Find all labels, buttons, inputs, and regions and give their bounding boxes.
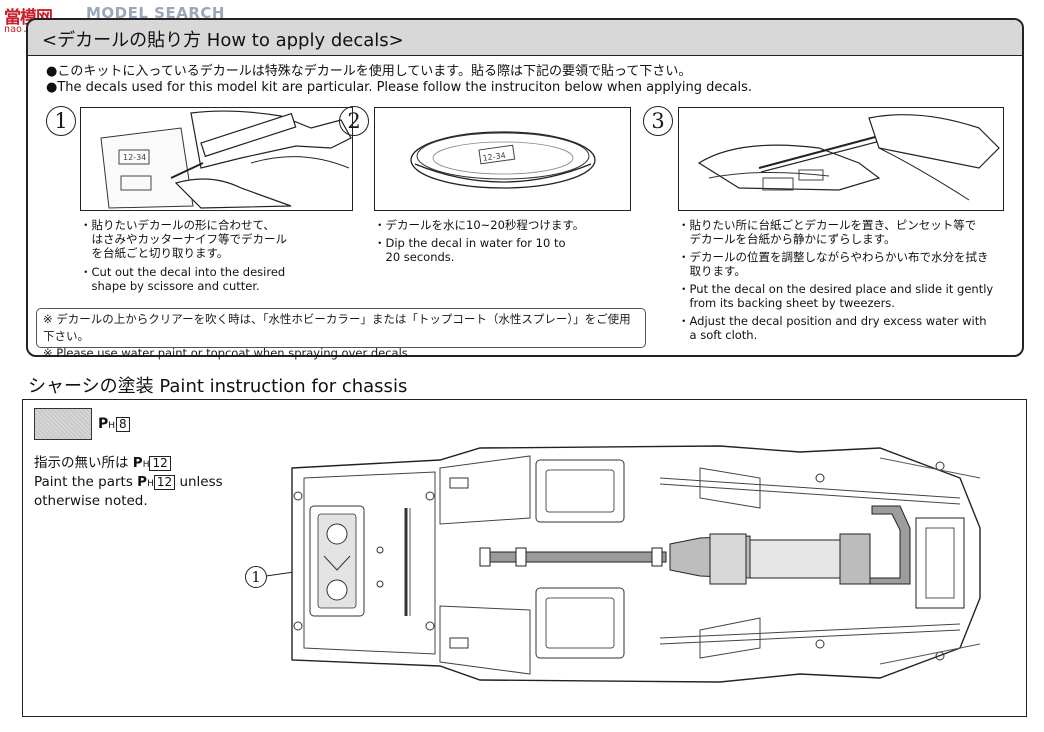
cut-decal-drawing: 12-34 xyxy=(100,110,352,209)
step-3-number: 3 xyxy=(643,106,673,136)
tweezer-drawing xyxy=(697,114,1000,201)
water-dish-drawing: 12-34 xyxy=(410,131,596,189)
step-3-illustration xyxy=(678,107,1004,211)
step-2-number: 2 xyxy=(339,106,369,136)
chassis-drawing xyxy=(291,445,981,683)
chassis-panel xyxy=(22,399,1027,717)
step-1-text: ・貼りたいデカールの形に合わせて、 はさみやカッターナイフ等でデカール を台紙ご… xyxy=(80,218,287,293)
step-2-decal-label: 12-34 xyxy=(482,151,506,163)
chassis-section-title: シャーシの塗装 Paint instruction for chassis xyxy=(28,376,408,397)
watermark-search-text: MODEL SEARCH xyxy=(86,4,225,22)
water-paint-note: ※ デカールの上からクリアーを吹く時は、「水性ホビーカラー」または「トップコート… xyxy=(36,308,646,360)
step-2-illustration: 12-34 xyxy=(374,107,631,211)
paint-swatch xyxy=(34,408,92,440)
decal-note-en: ●The decals used for this model kit are … xyxy=(46,80,753,95)
decal-instructions-panel: <デカールの貼り方 How to apply decals> xyxy=(26,18,1024,357)
step-1-decal-label: 12-34 xyxy=(123,153,146,162)
callout-leader-line xyxy=(266,571,295,577)
water-paint-note-en: ※ Please use water paint or topcoat when… xyxy=(43,346,412,360)
decal-header: <デカールの貼り方 How to apply decals> xyxy=(28,20,1022,56)
step-2-text: ・デカールを水に10~20秒程つけます。 ・Dip the decal in w… xyxy=(374,218,585,264)
step-3-text: ・貼りたい所に台紙ごとデカールを置き、ピンセット等で デカールを台紙から静かにず… xyxy=(678,218,994,342)
water-paint-note-jp: ※ デカールの上からクリアーを吹く時は、「水性ホビーカラー」または「トップコート… xyxy=(43,312,631,343)
decal-note-jp: ●このキットに入っているデカールは特殊なデカールを使用しています。貼る際は下記の… xyxy=(46,64,692,79)
step-1-illustration: 12-34 xyxy=(80,107,353,211)
part-callout-number: 1 xyxy=(245,566,267,588)
step-1-number: 1 xyxy=(46,106,76,136)
decal-section-title: <デカールの貼り方 How to apply decals> xyxy=(42,30,404,51)
